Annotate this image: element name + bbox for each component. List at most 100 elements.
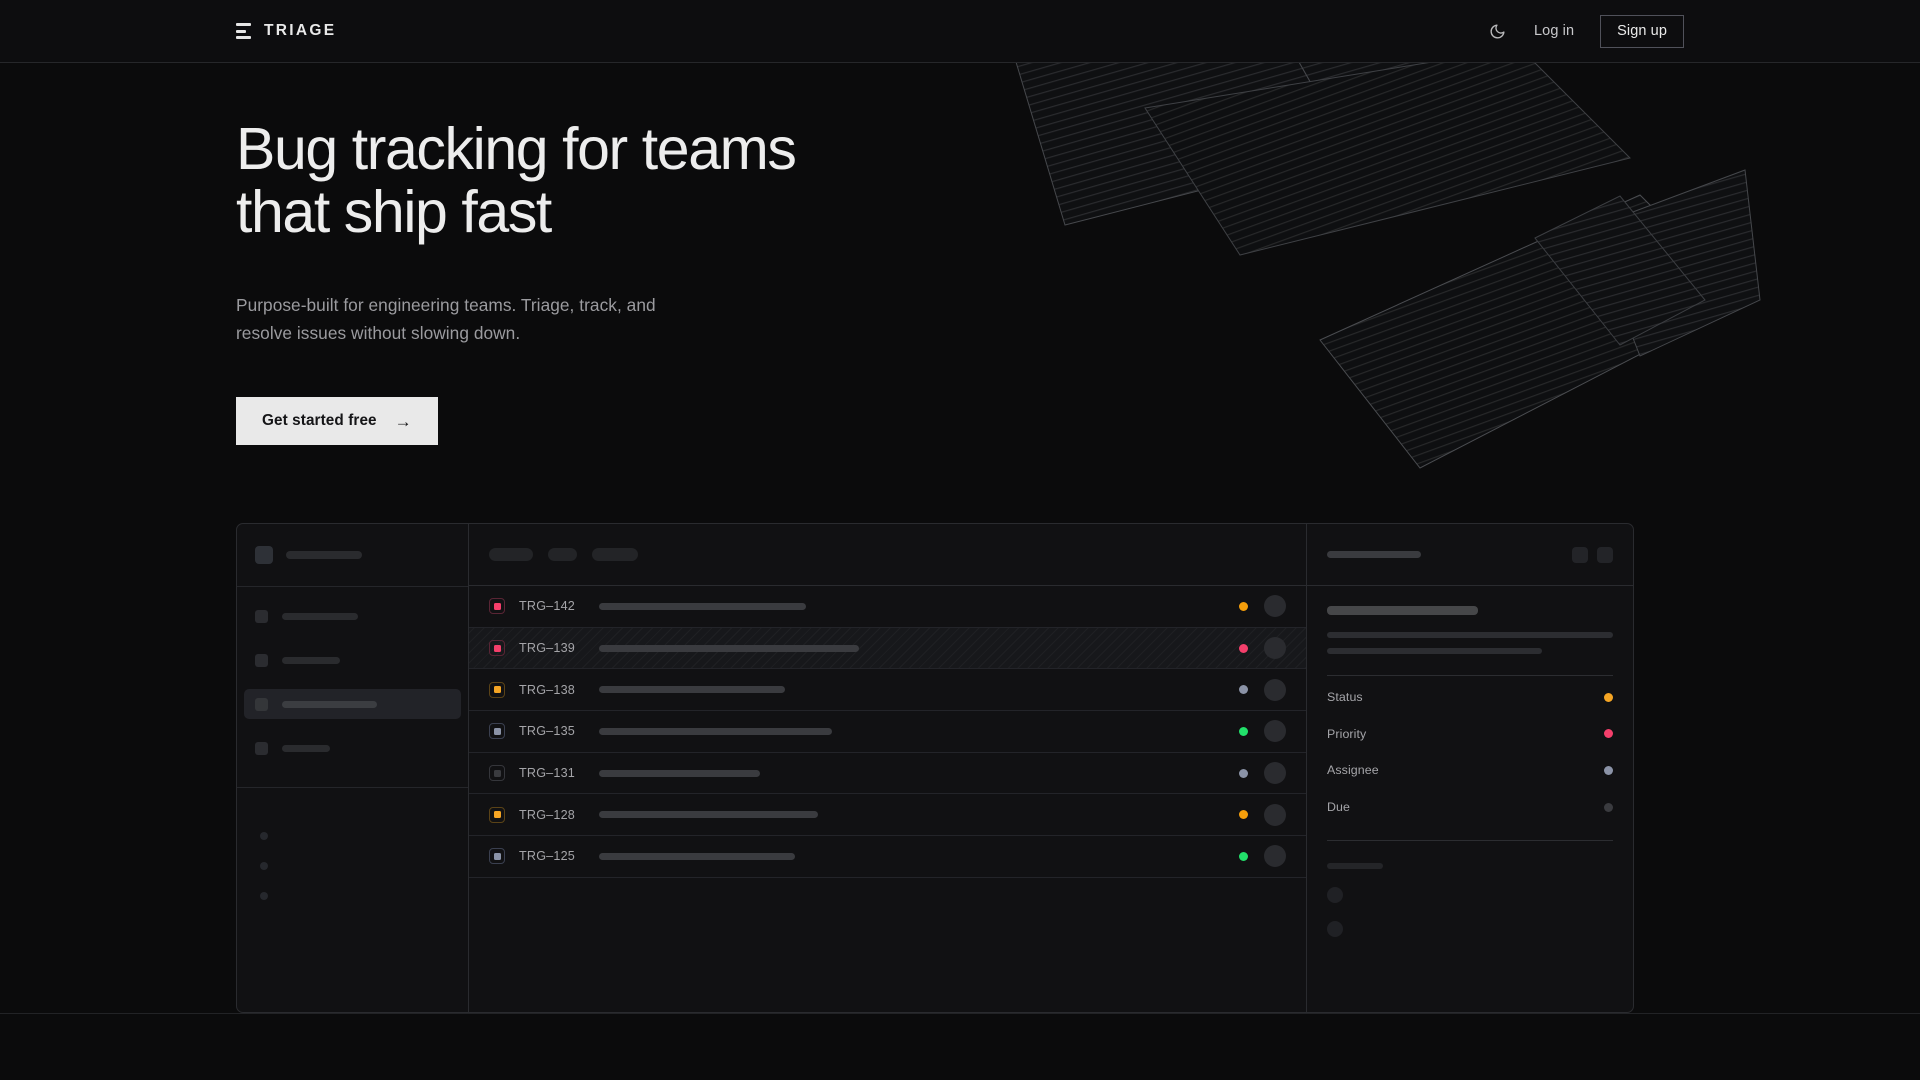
detail-divider: [1327, 675, 1613, 676]
issue-row[interactable]: TRG–139: [469, 627, 1306, 670]
sidebar-item-icon: [255, 653, 268, 667]
status-badge: [1239, 685, 1248, 695]
nav-actions: Log in Sign up: [1486, 14, 1684, 48]
avatar: [1264, 637, 1286, 660]
hero-subhead: Purpose-built for engineering teams. Tri…: [236, 295, 656, 344]
hero-section: Bug tracking for teams that ship fast Pu…: [236, 116, 797, 446]
get-started-button[interactable]: Get started free →: [236, 397, 438, 446]
detail-action-button-2[interactable]: [1597, 546, 1613, 563]
issue-row[interactable]: TRG–128: [469, 794, 1306, 837]
headline-line-1: Bug tracking for teams: [236, 116, 797, 182]
issue-row[interactable]: TRG–125: [469, 836, 1306, 878]
sidebar-footer: [255, 788, 450, 900]
property-label: Priority: [1327, 726, 1367, 741]
workspace-avatar: [255, 546, 273, 564]
issue-id: TRG–128: [519, 807, 575, 822]
sidebar-item-label-skeleton: [282, 656, 340, 664]
sidebar-item-label-skeleton: [282, 612, 358, 620]
avatar: [1264, 720, 1286, 743]
issue-id: TRG–135: [519, 724, 575, 739]
property-row-priority[interactable]: Priority: [1327, 719, 1613, 750]
property-row-due[interactable]: Due: [1327, 792, 1613, 823]
property-row-assignee[interactable]: Assignee: [1327, 755, 1613, 786]
mockup-sidebar: [237, 524, 469, 1012]
workspace-name-skeleton: [286, 551, 362, 559]
sidebar-item-4[interactable]: [244, 733, 461, 763]
issue-id: TRG–131: [519, 766, 575, 781]
avatar: [1264, 762, 1286, 785]
sidebar-footer-item-1[interactable]: [260, 832, 268, 840]
sidebar-item-label-skeleton: [282, 700, 377, 708]
status-badge: [1239, 643, 1248, 653]
sidebar-item-3[interactable]: [244, 689, 461, 719]
toolbar-filter-2[interactable]: [548, 548, 577, 561]
property-value-dot: [1604, 729, 1613, 739]
avatar: [1264, 678, 1286, 701]
sidebar-footer-item-2[interactable]: [260, 862, 268, 870]
issue-id: TRG–138: [519, 682, 575, 697]
stacked-bars-icon: [236, 23, 251, 39]
issue-list-toolbar: [469, 524, 1306, 586]
issue-id: TRG–139: [519, 641, 575, 656]
activity-item-avatar-2: [1327, 921, 1343, 938]
issue-title-skeleton: [599, 811, 818, 819]
sidebar-footer-item-3[interactable]: [260, 892, 268, 900]
signup-button[interactable]: Sign up: [1600, 14, 1684, 48]
issue-title-skeleton: [599, 602, 806, 610]
status-badge: [1239, 851, 1248, 861]
avatar: [1264, 803, 1286, 826]
avatar: [1264, 845, 1286, 868]
toolbar-filter-3[interactable]: [592, 548, 638, 561]
detail-header-actions: [1572, 546, 1613, 563]
property-label: Due: [1327, 800, 1351, 815]
brand-name: TRIAGE: [264, 22, 337, 39]
avatar: [1264, 595, 1286, 618]
detail-header: [1307, 524, 1633, 586]
cta-label: Get started free: [262, 412, 377, 430]
issue-title-skeleton: [599, 686, 785, 694]
status-badge: [1239, 601, 1248, 611]
issue-title-skeleton: [599, 644, 859, 652]
moon-icon[interactable]: [1486, 20, 1508, 42]
priority-badge-icon: [489, 598, 505, 615]
priority-badge-icon: [489, 681, 505, 698]
login-link[interactable]: Log in: [1534, 23, 1575, 39]
headline-line-2: that ship fast: [236, 179, 552, 246]
issue-row[interactable]: TRG–135: [469, 711, 1306, 753]
detail-description-line-2: [1327, 648, 1542, 654]
issue-row[interactable]: TRG–142: [469, 586, 1306, 628]
detail-action-button-1[interactable]: [1572, 546, 1588, 563]
top-navigation-bar: TRIAGE Log in Sign up: [0, 0, 1920, 63]
sidebar-item-icon: [255, 697, 268, 711]
priority-badge-icon: [489, 765, 505, 782]
sidebar-item-2[interactable]: [244, 645, 461, 675]
issue-id: TRG–142: [519, 599, 575, 614]
activity-item-avatar-1: [1327, 887, 1343, 904]
sidebar-divider-top: [237, 586, 468, 587]
status-badge: [1239, 768, 1248, 778]
issue-row[interactable]: TRG–131: [469, 753, 1306, 795]
arrow-right-icon: →: [394, 411, 412, 431]
issue-id: TRG–125: [519, 849, 575, 864]
priority-badge-icon: [489, 806, 505, 823]
priority-badge-icon: [489, 723, 505, 740]
issue-title-skeleton: [599, 852, 795, 860]
page-title: Bug tracking for teams that ship fast: [236, 116, 797, 246]
workspace-switcher[interactable]: [255, 524, 450, 586]
issue-title-skeleton: [599, 769, 760, 777]
property-value-dot: [1604, 802, 1613, 812]
brand-logo[interactable]: TRIAGE: [236, 22, 336, 40]
priority-badge-icon: [489, 848, 505, 865]
toolbar-filter-1[interactable]: [489, 548, 533, 561]
property-row-status[interactable]: Status: [1327, 682, 1613, 713]
issue-row[interactable]: TRG–138: [469, 669, 1306, 712]
property-label: Assignee: [1327, 763, 1379, 778]
sidebar-item-1[interactable]: [244, 601, 461, 631]
sidebar-divider-bottom: [237, 787, 468, 788]
